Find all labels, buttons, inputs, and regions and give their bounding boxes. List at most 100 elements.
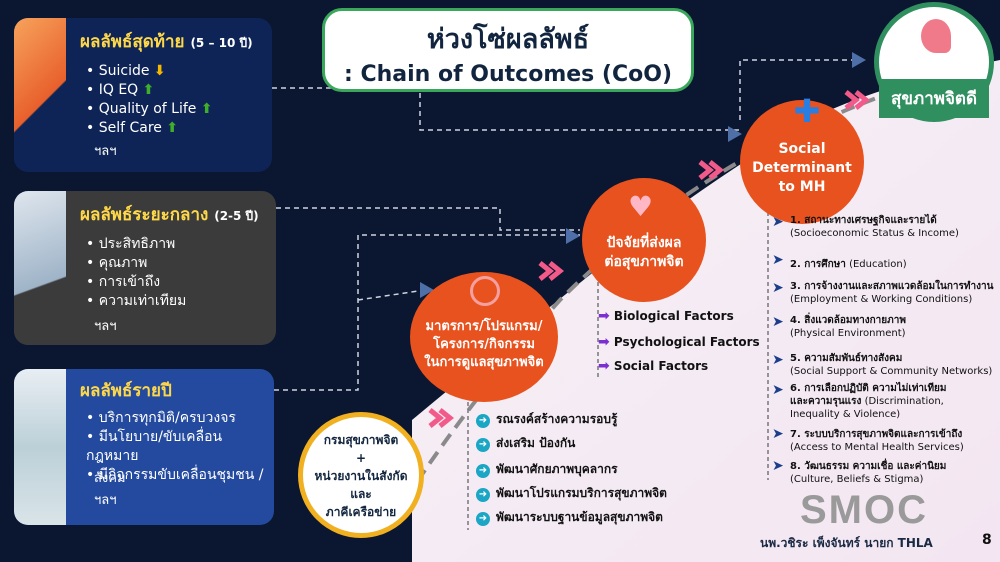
dept-line2: + <box>355 451 367 465</box>
factor-biological: ➡ Biological Factors <box>598 308 734 324</box>
sd-line3: to MH <box>778 179 826 195</box>
blue-arrow-icon: ➤ <box>772 426 784 442</box>
action-item: ➜รณรงค์สร้างความรอบรู้ <box>476 410 617 429</box>
dept-line5: ภาคีเครือข่าย <box>325 505 397 519</box>
medical-hand-image <box>14 191 66 345</box>
blue-arrow-icon: ➤ <box>772 214 784 230</box>
action-item: ➜พัฒนาโปรแกรมบริการสุขภาพจิต <box>476 484 667 503</box>
factor-social: ➡ Social Factors <box>598 358 709 374</box>
brain-head-icon <box>921 19 951 53</box>
connector-mid <box>276 207 580 231</box>
list-item: ประสิทธิภาพ <box>86 235 186 254</box>
arrow-right-icon: ➜ <box>476 438 490 452</box>
blue-arrow-icon: ➤ <box>772 252 784 268</box>
arrow-right-icon: ➜ <box>476 488 490 502</box>
list-item: Quality of Life ⬆ <box>86 100 213 119</box>
programs-line1: มาตรการ/โปรแกรม/ <box>425 319 543 334</box>
dept-line3: หน่วยงานในสังกัด <box>314 469 408 483</box>
sd-line2: Determinant <box>752 160 852 176</box>
panel-intermediate-outcomes: ผลลัพธ์ระยะกลาง (2-5 ปี) ประสิทธิภาพ คุณ… <box>14 191 276 345</box>
circle-programs: มาตรการ/โปรแกรม/ โครงการ/กิจกรรม ในการดู… <box>410 272 558 402</box>
circle-label: สุขภาพจิตดี <box>879 79 989 118</box>
panel-annual-outcomes: ผลลัพธ์รายปี บริการทุกมิติ/ครบวงจร มีนโย… <box>14 369 274 525</box>
action-item: ➜พัฒนาศักยภาพบุคลากร <box>476 460 618 479</box>
connector-top <box>739 59 860 120</box>
connector-programs <box>357 289 426 301</box>
etc-text: ฯลฯ <box>94 493 117 508</box>
list-item: IQ EQ ⬆ <box>86 81 213 100</box>
sd-item-2: 2. การศึกษา (Education) <box>790 259 907 270</box>
head-gear-icon <box>470 276 500 306</box>
sd-item-6: 6. การเลือกปฏิบัติ ความไม่เท่าเทียมและคว… <box>790 383 947 420</box>
hospital-image <box>14 369 66 525</box>
factors-line1: ปัจจัยที่ส่งผล <box>606 235 682 251</box>
purple-arrow-icon: ➡ <box>598 358 610 374</box>
arrow-up-icon: ⬆ <box>142 82 155 98</box>
sd-item-8: 8. วัฒนธรรม ความเชื่อ และค่านิยม(Culture… <box>790 461 947 485</box>
programs-line3: ในการดูแลสุขภาพจิต <box>424 355 544 370</box>
title-english: : Chain of Outcomes (CoO) <box>343 62 673 87</box>
sd-item-1: 1. สถานะทางเศรษฐกิจและรายได้(Socioeconom… <box>790 215 959 239</box>
etc-text: ฯลฯ <box>94 144 117 159</box>
list-item: บริการทุกมิติ/ครบวงจร <box>86 409 274 428</box>
panel-final-outcomes: ผลลัพธ์สุดท้าย (5 – 10 ปี) Suicide ⬇ IQ … <box>14 18 272 172</box>
chevrons <box>428 90 871 428</box>
path-arrowheads <box>420 52 866 298</box>
dept-line1: กรมสุขภาพจิต <box>323 433 399 447</box>
sd-line1: Social <box>778 141 826 157</box>
circle-department: กรมสุขภาพจิต + หน่วยงานในสังกัด และ ภาคี… <box>298 412 424 538</box>
blue-arrow-icon: ➤ <box>772 458 784 474</box>
connector-final <box>272 87 740 131</box>
circle-factors: ♥ ปัจจัยที่ส่งผล ต่อสุขภาพจิต <box>582 178 706 302</box>
blue-arrow-icon: ➤ <box>772 314 784 330</box>
author: นพ.วชิระ เพ็งจันทร์ นายก THLA <box>760 536 933 550</box>
panel-title: ผลลัพธ์รายปี <box>80 381 172 401</box>
circle-mental-health: สุขภาพจิตดี <box>874 2 994 122</box>
purple-arrow-icon: ➡ <box>598 308 610 324</box>
list-item: การเข้าถึง <box>86 273 186 292</box>
final-list: Suicide ⬇ IQ EQ ⬆ Quality of Life ⬆ Self… <box>86 62 213 138</box>
sd-item-7: 7. ระบบบริการสุขภาพจิตและการเข้าถึง(Acce… <box>790 429 964 453</box>
heart-hand-icon: ♥ <box>628 190 654 223</box>
panel-title: ผลลัพธ์ระยะกลาง <box>80 205 209 225</box>
face-profile-image <box>14 18 66 172</box>
arrow-up-icon: ⬆ <box>200 101 213 117</box>
page-number: 8 <box>982 532 992 548</box>
etc-text: ฯลฯ <box>94 319 117 334</box>
programs-line2: โครงการ/กิจกรรม <box>433 337 535 352</box>
sd-item-3: 3. การจ้างงานและสภาพแวดล้อมในการทำงาน(Em… <box>790 281 994 305</box>
arrow-right-icon: ➜ <box>476 414 490 428</box>
panel-period: (5 – 10 ปี) <box>190 36 253 50</box>
title-thai: ห่วงโซ่ผลลัพธ์ <box>426 24 590 55</box>
arrow-right-icon: ➜ <box>476 512 490 526</box>
arrow-up-icon: ⬆ <box>166 120 179 136</box>
blue-arrow-icon: ➤ <box>772 280 784 296</box>
list-item: Suicide ⬇ <box>86 62 213 81</box>
list-item: Self Care ⬆ <box>86 119 213 138</box>
list-item: มีนโยบาย/ขับเคลื่อนกฎหมาย <box>86 428 274 466</box>
arrow-right-icon: ➜ <box>476 464 490 478</box>
action-item: ➜พัฒนาระบบฐานข้อมูลสุขภาพจิต <box>476 508 663 527</box>
dept-line4: และ <box>350 487 372 501</box>
plus-brain-icon: ✚ <box>793 92 821 130</box>
etc-text-line2: สังคม <box>94 471 126 486</box>
action-item: ➜ส่งเสริม ป้องกัน <box>476 434 575 453</box>
sd-item-4: 4. สิ่งแวดล้อมทางกายภาพ(Physical Environ… <box>790 315 906 339</box>
panel-title: ผลลัพธ์สุดท้าย <box>80 32 185 52</box>
factor-psychological: ➡ Psychological Factors <box>598 334 760 350</box>
list-item: ความเท่าเทียม <box>86 292 187 311</box>
list-item: มีกิจกรรมขับเคลื่อนชุมชน / <box>86 466 274 485</box>
blue-arrow-icon: ➤ <box>772 382 784 398</box>
intermediate-list: ประสิทธิภาพ คุณภาพ การเข้าถึง ความเท่าเท… <box>86 235 187 311</box>
circle-social-determinant: ✚ Social Determinant to MH <box>740 95 864 224</box>
factors-line2: ต่อสุขภาพจิต <box>604 254 684 270</box>
arrow-down-icon: ⬇ <box>153 63 166 79</box>
smoc-logo: SMOC <box>800 488 928 532</box>
panel-period: (2-5 ปี) <box>214 209 259 223</box>
sd-item-5: 5. ความสัมพันธ์ทางสังคม(Social Support &… <box>790 353 993 377</box>
blue-arrow-icon: ➤ <box>772 352 784 368</box>
title-box: ห่วงโซ่ผลลัพธ์ : Chain of Outcomes (CoO) <box>322 8 694 92</box>
purple-arrow-icon: ➡ <box>598 334 610 350</box>
annual-list: บริการทุกมิติ/ครบวงจร มีนโยบาย/ขับเคลื่อ… <box>86 409 274 485</box>
